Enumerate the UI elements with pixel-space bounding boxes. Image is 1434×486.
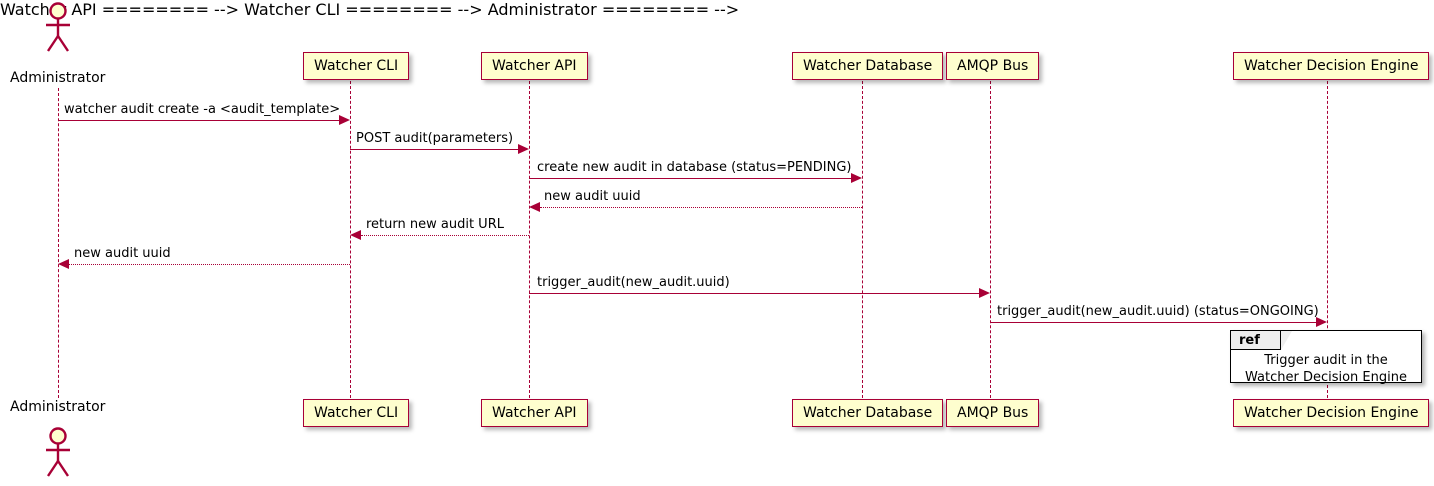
message-label-1: watcher audit create -a <audit_template> xyxy=(64,102,341,117)
message-label-7: trigger_audit(new_audit.uuid) xyxy=(537,275,730,290)
actor-label-administrator-bottom: Administrator xyxy=(10,399,106,415)
lifeline-watcher-api xyxy=(529,81,530,398)
arrowhead-right-icon-7 xyxy=(979,288,990,298)
message-line-7 xyxy=(529,293,979,294)
lifeline-amqp-bus xyxy=(990,81,991,398)
participant-box-amqp-bus-bottom[interactable]: AMQP Bus xyxy=(946,399,1040,427)
participant-box-amqp-bus-top[interactable]: AMQP Bus xyxy=(946,52,1040,80)
message-label-6: new audit uuid xyxy=(74,246,171,261)
ref-fragment-tab-label: ref xyxy=(1231,331,1281,350)
lifeline-watcher-decision-engine xyxy=(1327,81,1328,398)
message-line-3 xyxy=(529,178,851,179)
participant-box-watcher-decision-engine-top[interactable]: Watcher Decision Engine xyxy=(1233,52,1430,80)
participant-box-watcher-database-top[interactable]: Watcher Database xyxy=(792,52,944,80)
actor-icon-administrator-top xyxy=(46,2,70,52)
arrowhead-right-icon-2 xyxy=(518,144,529,154)
message-line-6 xyxy=(69,264,350,265)
participant-box-watcher-api-top[interactable]: Watcher API xyxy=(481,52,588,80)
message-label-5: return new audit URL xyxy=(366,217,504,232)
ref-fragment-line-1: Trigger audit in the xyxy=(1264,353,1388,368)
participant-box-watcher-database-bottom[interactable]: Watcher Database xyxy=(792,399,944,427)
arrowhead-left-icon-5 xyxy=(350,230,361,240)
participant-box-watcher-cli-top[interactable]: Watcher CLI xyxy=(303,52,410,80)
lifeline-watcher-database xyxy=(862,81,863,398)
arrowhead-right-icon-8 xyxy=(1316,317,1327,327)
arrowhead-right-icon-3 xyxy=(851,173,862,183)
participant-box-watcher-api-bottom[interactable]: Watcher API xyxy=(481,399,588,427)
message-label-8: trigger_audit(new_audit.uuid) (status=ON… xyxy=(997,304,1319,319)
arrowhead-right-icon-1 xyxy=(339,115,350,125)
message-label-3: create new audit in database (status=PEN… xyxy=(537,160,852,175)
message-label-4: new audit uuid xyxy=(544,189,641,204)
ref-fragment-line-2: Watcher Decision Engine xyxy=(1245,370,1407,385)
arrowhead-left-icon-4 xyxy=(529,202,540,212)
message-line-1 xyxy=(58,120,339,121)
message-label-2: POST audit(parameters) xyxy=(356,131,514,146)
ref-fragment-tab-corner-icon xyxy=(1281,331,1292,350)
message-line-4 xyxy=(540,207,862,208)
actor-icon-administrator-bottom xyxy=(46,427,70,477)
actor-label-administrator-top: Administrator xyxy=(10,70,106,86)
ref-fragment-body: Trigger audit in the Watcher Decision En… xyxy=(1231,352,1421,386)
arrowhead-left-icon-6 xyxy=(58,259,69,269)
lifeline-administrator xyxy=(58,88,59,398)
participant-box-watcher-decision-engine-bottom[interactable]: Watcher Decision Engine xyxy=(1233,399,1430,427)
message-line-5 xyxy=(361,235,529,236)
ref-fragment: ref Trigger audit in the Watcher Decisio… xyxy=(1230,330,1422,386)
participant-box-watcher-cli-bottom[interactable]: Watcher CLI xyxy=(303,399,410,427)
message-line-2 xyxy=(350,149,518,150)
message-line-8 xyxy=(990,322,1316,323)
